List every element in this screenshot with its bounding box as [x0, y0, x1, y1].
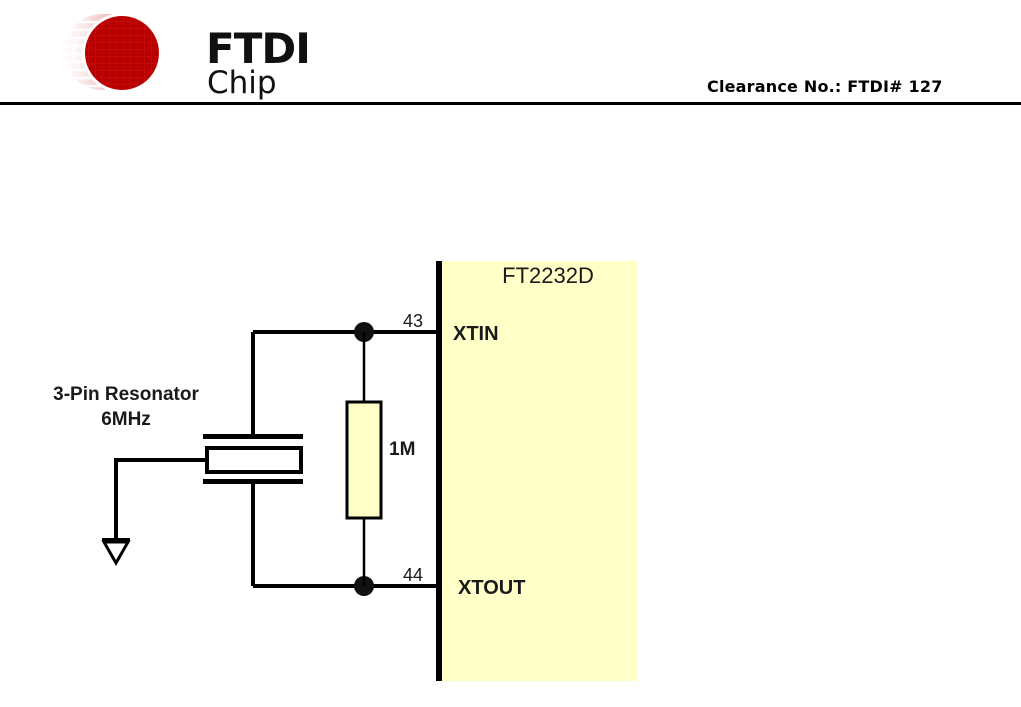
- resonator-label-line2: 6MHz: [101, 409, 151, 430]
- ground-wire: [116, 460, 207, 540]
- pin-name-xtin: XTIN: [453, 323, 499, 345]
- pin-number-44: 44: [403, 565, 423, 585]
- resonator-crystal: [207, 448, 301, 472]
- resonator-plate-top: [203, 434, 303, 439]
- resonator-label-line1: 3-Pin Resonator: [53, 384, 199, 405]
- resistor-label: 1M: [389, 439, 415, 460]
- resonator-plate-bottom: [203, 479, 303, 484]
- ground-icon: [102, 540, 130, 563]
- resistor-body: [347, 402, 381, 518]
- chip-left-edge: [436, 261, 442, 681]
- pin-number-43: 43: [403, 311, 423, 331]
- pin-name-xtout: XTOUT: [458, 577, 525, 599]
- chip-name: FT2232D: [502, 263, 594, 288]
